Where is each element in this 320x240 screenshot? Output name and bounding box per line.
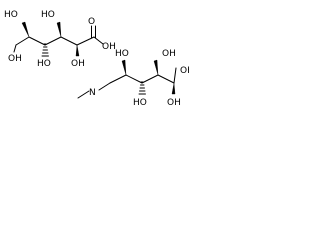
acid-atom-label: O (88, 17, 95, 27)
nitrogen-methyl-bond (77, 90, 90, 99)
acid-hash-bond (41, 43, 49, 57)
acid-atom-label: HO (4, 10, 18, 20)
amine-atom-label: OH (162, 49, 176, 59)
acid-atom-label: OH (8, 54, 22, 64)
amine-atom-label: N (89, 88, 96, 98)
amine-backbone-bond (141, 74, 159, 84)
amine-atom-label: HO (133, 98, 147, 108)
amine-molecule: HO OH N OH HO OH (77, 49, 189, 108)
acid-atom-label: HO (41, 10, 55, 20)
amine-backbone-bond (173, 67, 177, 84)
acid-wedge-bond (56, 21, 62, 38)
amine-backbone-bond (109, 74, 127, 84)
acid-molecule: HO HO OH HO OH OH O (4, 10, 116, 69)
acid-atom-label: HO (37, 59, 51, 69)
acid-wedge-bond (21, 21, 30, 38)
acid-atom-label: OH (71, 59, 85, 69)
acid-backbone-bond (60, 36, 78, 46)
amine-atom-label: OH (167, 98, 181, 108)
acid-backbone-bond (15, 36, 30, 46)
amine-atom-label: OH (180, 66, 189, 76)
amine-hash-bond (138, 81, 146, 95)
acid-terminal-oh-bond (13, 44, 17, 53)
carboxyl-oh-bond (93, 36, 104, 45)
nitrogen-carbon-bond (98, 82, 111, 91)
amine-atom-label: HO (115, 49, 129, 59)
acid-wedge-bond (75, 44, 80, 57)
amine-wedge-bond (171, 82, 176, 95)
acid-atom-label: OH (102, 42, 116, 52)
acid-backbone-bond (28, 36, 46, 46)
amine-backbone-bond (157, 74, 175, 84)
amine-wedge-bond (121, 59, 127, 76)
amine-backbone-bond (125, 74, 143, 84)
acid-backbone-bond (44, 36, 62, 46)
amine-wedge-bond (153, 59, 159, 76)
